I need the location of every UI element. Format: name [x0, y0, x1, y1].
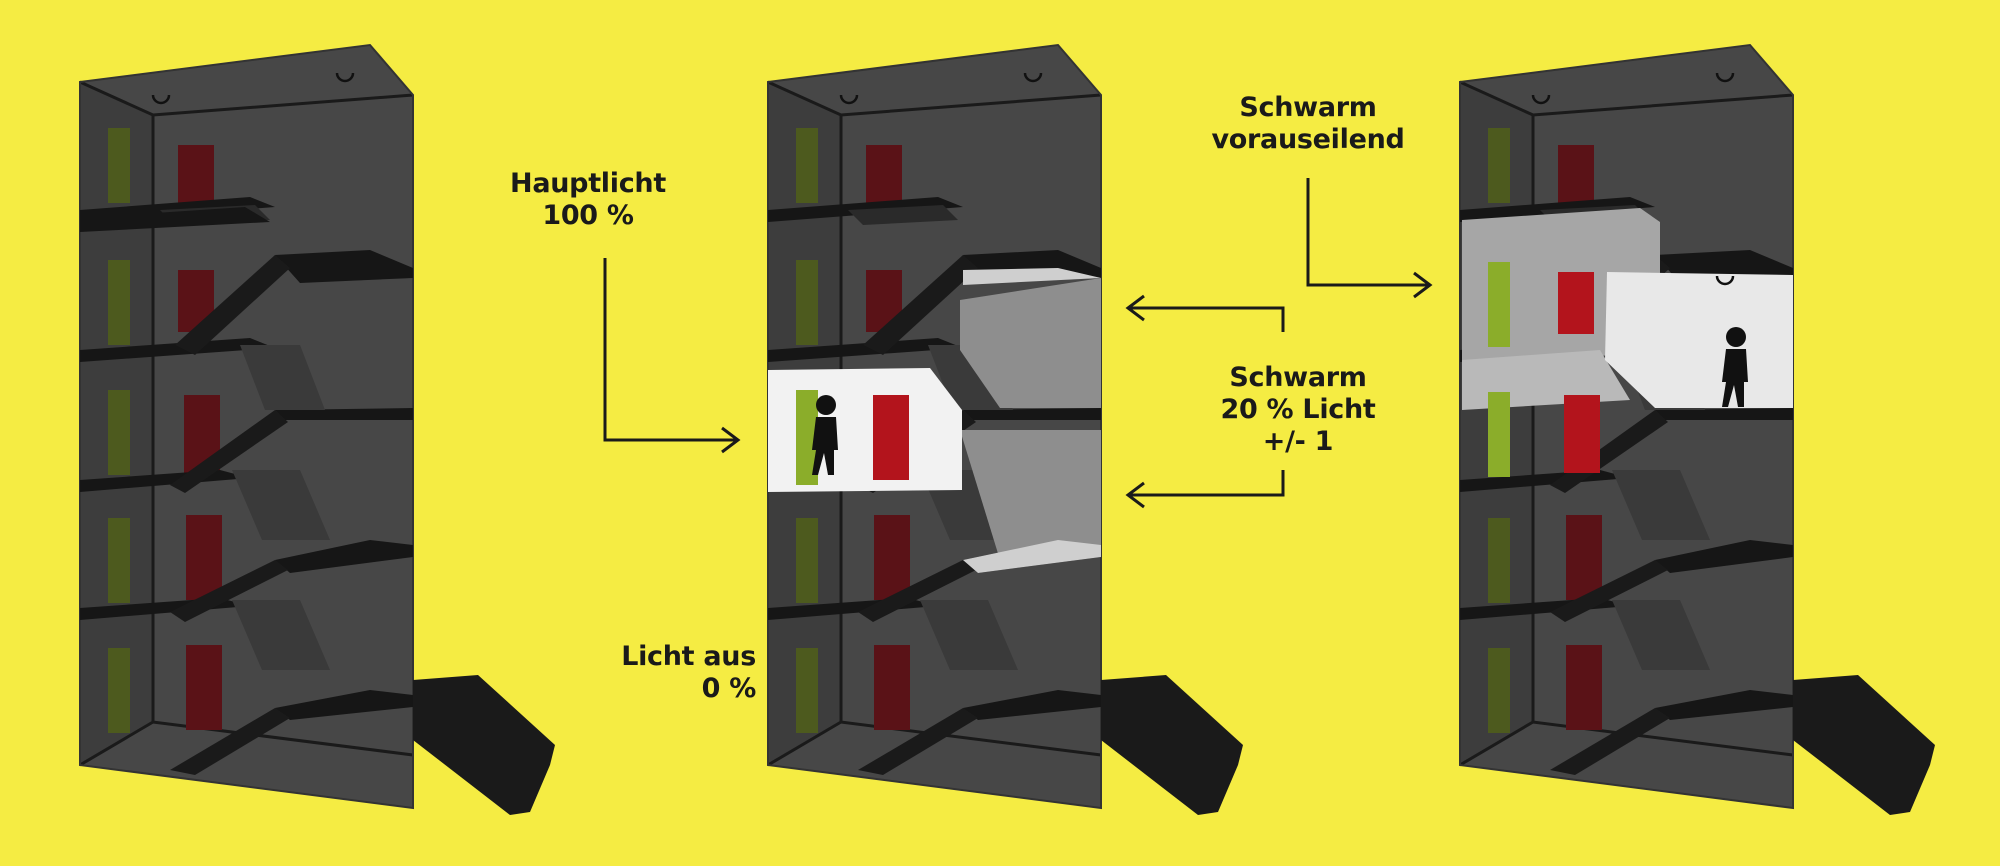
person-icon	[1722, 327, 1748, 407]
label-licht-aus-line2: 0 %	[701, 673, 757, 704]
label-hauptlicht: Hauptlicht 100 %	[510, 168, 666, 232]
arrow-hauptlicht	[603, 258, 741, 454]
label-hauptlicht-line2: 100 %	[542, 200, 634, 231]
label-schwarm-vorauseilend-line1: Schwarm	[1239, 92, 1377, 123]
ceiling-lamp-icon	[1715, 275, 1735, 286]
door-green	[796, 390, 818, 485]
building-right	[1458, 43, 1937, 817]
arrow-schwarm-up	[1125, 294, 1285, 332]
label-schwarm-line3: +/- 1	[1262, 426, 1334, 457]
label-schwarm-line2: 20 % Licht	[1220, 394, 1376, 425]
arrow-schwarm-down	[1125, 470, 1285, 509]
label-hauptlicht-line1: Hauptlicht	[510, 168, 666, 199]
label-schwarm-line1: Schwarm	[1229, 362, 1367, 393]
person-icon	[812, 395, 838, 475]
building-middle	[766, 43, 1245, 817]
arrow-vorauseilend	[1306, 178, 1433, 299]
label-schwarm-vorauseilend: Schwarm vorauseilend	[1211, 92, 1404, 156]
door-red	[873, 395, 909, 480]
label-schwarm-vorauseilend-line2: vorauseilend	[1211, 124, 1405, 155]
label-licht-aus-line1: Licht aus	[621, 641, 756, 672]
building-left	[78, 43, 557, 817]
label-schwarm: Schwarm 20 % Licht +/- 1	[1220, 362, 1375, 458]
label-licht-aus: Licht aus 0 %	[621, 641, 756, 705]
